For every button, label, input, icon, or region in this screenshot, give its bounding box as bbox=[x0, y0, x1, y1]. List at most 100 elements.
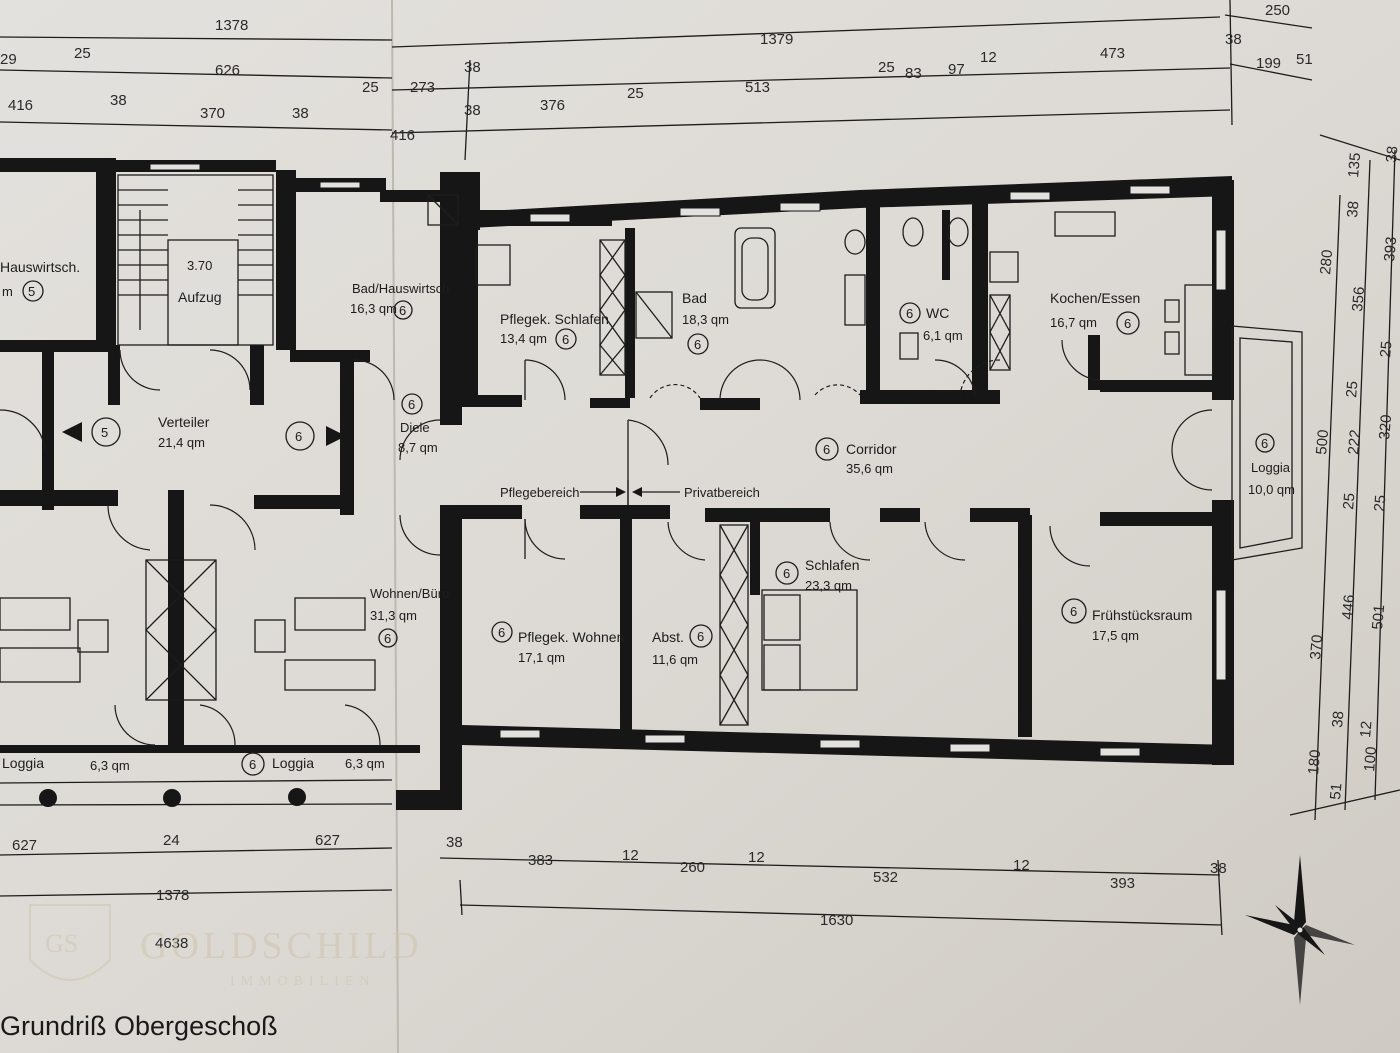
dim-b-12c: 12 bbox=[1013, 857, 1030, 874]
svg-text:Loggia: Loggia bbox=[272, 755, 314, 771]
dim-b-1378: 1378 bbox=[156, 887, 189, 904]
dim-r-222: 222 bbox=[1345, 429, 1364, 455]
svg-text:6: 6 bbox=[1070, 604, 1077, 619]
room-bad-hauswirtsch: Bad/Hauswirtsch. 16,3 qm 6 bbox=[350, 281, 453, 320]
page-title: Grundriß Obergeschoß bbox=[0, 1011, 278, 1041]
svg-text:5: 5 bbox=[101, 425, 108, 440]
dim-r2-393: 393 bbox=[1381, 236, 1400, 262]
dim-38b: 38 bbox=[1225, 31, 1242, 48]
room-pflegek-schlafen: Pflegek. Schlafen 13,4 qm 6 bbox=[500, 311, 609, 350]
windows bbox=[149, 163, 1227, 757]
svg-text:11,6 qm: 11,6 qm bbox=[652, 652, 698, 667]
svg-text:6: 6 bbox=[384, 631, 391, 646]
fixtures bbox=[0, 194, 1214, 691]
dim-r-180: 180 bbox=[1305, 749, 1324, 775]
dim-r-370: 370 bbox=[1307, 634, 1326, 660]
room-verteiler: Verteiler 21,4 qm 5 6 bbox=[62, 414, 346, 451]
room-wohnen-buero: Wohnen/Büro 31,3 qm 6 bbox=[370, 586, 449, 648]
dim-51: 51 bbox=[1296, 51, 1313, 68]
dim-r2-38: 38 bbox=[1383, 145, 1400, 163]
svg-text:6: 6 bbox=[498, 625, 505, 640]
svg-text:3.70: 3.70 bbox=[187, 258, 212, 273]
svg-text:6: 6 bbox=[399, 303, 406, 318]
svg-text:m: m bbox=[2, 284, 13, 299]
room-wc: 6 WC 6,1 qm bbox=[899, 302, 963, 343]
dim-513: 513 bbox=[745, 79, 770, 96]
watermark-logo: GS GOLDSCHILD IMMOBILIEN bbox=[29, 904, 423, 989]
svg-text:Diele: Diele bbox=[400, 420, 430, 435]
room-schlafen: 6 Schlafen 23,3 qm bbox=[775, 557, 859, 593]
svg-text:Hauswirtsch.: Hauswirtsch. bbox=[0, 259, 80, 275]
svg-text:6,3 qm: 6,3 qm bbox=[90, 758, 130, 773]
dim-25b: 25 bbox=[362, 79, 379, 96]
dim-r2-25b: 25 bbox=[1371, 494, 1389, 512]
dim-b-4638: 4638 bbox=[155, 935, 188, 952]
room-fruehstuecksraum: 6 Frühstücksraum 17,5 qm bbox=[1061, 598, 1192, 643]
top-dimension-lines bbox=[0, 0, 1313, 161]
room-loggia-left: Loggia 6,3 qm bbox=[2, 755, 130, 773]
svg-text:6,3 qm: 6,3 qm bbox=[345, 756, 385, 771]
dim-r-446: 446 bbox=[1339, 594, 1358, 620]
room-aufzug: 3.70 Aufzug bbox=[178, 258, 222, 305]
svg-text:Schlafen: Schlafen bbox=[805, 557, 859, 573]
dim-b-627b: 627 bbox=[315, 832, 340, 849]
svg-text:Loggia: Loggia bbox=[2, 755, 44, 771]
svg-text:IMMOBILIEN: IMMOBILIEN bbox=[230, 974, 376, 989]
dim-r-500: 500 bbox=[1313, 429, 1332, 455]
svg-text:Loggia: Loggia bbox=[1251, 460, 1291, 475]
svg-text:6: 6 bbox=[823, 442, 830, 457]
dim-b-532: 532 bbox=[873, 869, 898, 886]
room-corridor: 6 Corridor 35,6 qm bbox=[815, 437, 897, 476]
dim-r-25b: 25 bbox=[1340, 492, 1358, 510]
dim-r2-501: 501 bbox=[1369, 604, 1388, 630]
svg-text:WC: WC bbox=[926, 305, 949, 321]
svg-text:6: 6 bbox=[408, 397, 415, 412]
dim-199: 199 bbox=[1256, 55, 1281, 72]
svg-text:Pflegebereich: Pflegebereich bbox=[500, 485, 580, 500]
dim-r-280: 280 bbox=[1317, 249, 1336, 275]
svg-text:6: 6 bbox=[295, 429, 302, 444]
dim-r2-320: 320 bbox=[1376, 414, 1395, 440]
svg-text:16,3 qm: 16,3 qm bbox=[350, 301, 397, 316]
svg-text:8,7 qm: 8,7 qm bbox=[398, 440, 438, 455]
dim-r-135: 135 bbox=[1345, 152, 1364, 178]
dim-473: 473 bbox=[1100, 45, 1125, 62]
dim-38a: 38 bbox=[464, 59, 481, 76]
svg-text:6: 6 bbox=[694, 337, 701, 352]
dim-b-260: 260 bbox=[680, 859, 705, 876]
dim-29: 29 bbox=[0, 51, 17, 68]
dim-top-250: 250 bbox=[1265, 2, 1290, 19]
svg-text:Pflegek. Wohnen: Pflegek. Wohnen bbox=[518, 629, 624, 645]
room-bad: Bad 18,3 qm 6 bbox=[682, 290, 729, 355]
dim-83: 83 bbox=[905, 65, 922, 82]
bottom-dimension-lines bbox=[0, 847, 1223, 936]
dim-r2-25a: 25 bbox=[1377, 340, 1395, 358]
svg-text:Wohnen/Büro: Wohnen/Büro bbox=[370, 586, 449, 601]
dim-b-12b: 12 bbox=[748, 849, 765, 866]
svg-text:10,0 qm: 10,0 qm bbox=[1248, 482, 1295, 497]
svg-text:23,3 qm: 23,3 qm bbox=[805, 578, 852, 593]
svg-text:Frühstücksraum: Frühstücksraum bbox=[1092, 607, 1192, 623]
svg-text:18,3 qm: 18,3 qm bbox=[682, 312, 729, 327]
dim-b-627a: 627 bbox=[12, 837, 37, 854]
svg-text:Abst.: Abst. bbox=[652, 629, 684, 645]
svg-text:Aufzug: Aufzug bbox=[178, 289, 222, 305]
dim-r-38: 38 bbox=[1344, 200, 1362, 218]
room-kochen-essen: Kochen/Essen 16,7 qm 6 bbox=[1050, 290, 1140, 335]
svg-text:Corridor: Corridor bbox=[846, 441, 897, 457]
dim-b-1630: 1630 bbox=[820, 912, 853, 929]
dim-r-51: 51 bbox=[1327, 782, 1345, 800]
right-dimension-lines bbox=[1289, 134, 1400, 821]
svg-text:Verteiler: Verteiler bbox=[158, 414, 210, 430]
svg-text:31,3 qm: 31,3 qm bbox=[370, 608, 417, 623]
svg-text:6: 6 bbox=[783, 566, 790, 581]
dim-b-383: 383 bbox=[528, 852, 553, 869]
svg-text:GOLDSCHILD: GOLDSCHILD bbox=[140, 925, 423, 967]
room-loggia-right: 6 Loggia 10,0 qm bbox=[1248, 433, 1295, 497]
dim-626: 626 bbox=[215, 62, 240, 79]
dim-b-12a: 12 bbox=[622, 847, 639, 864]
dim-25d: 25 bbox=[627, 85, 644, 102]
svg-text:Pflegek. Schlafen: Pflegek. Schlafen bbox=[500, 311, 609, 327]
svg-text:21,4 qm: 21,4 qm bbox=[158, 435, 205, 450]
